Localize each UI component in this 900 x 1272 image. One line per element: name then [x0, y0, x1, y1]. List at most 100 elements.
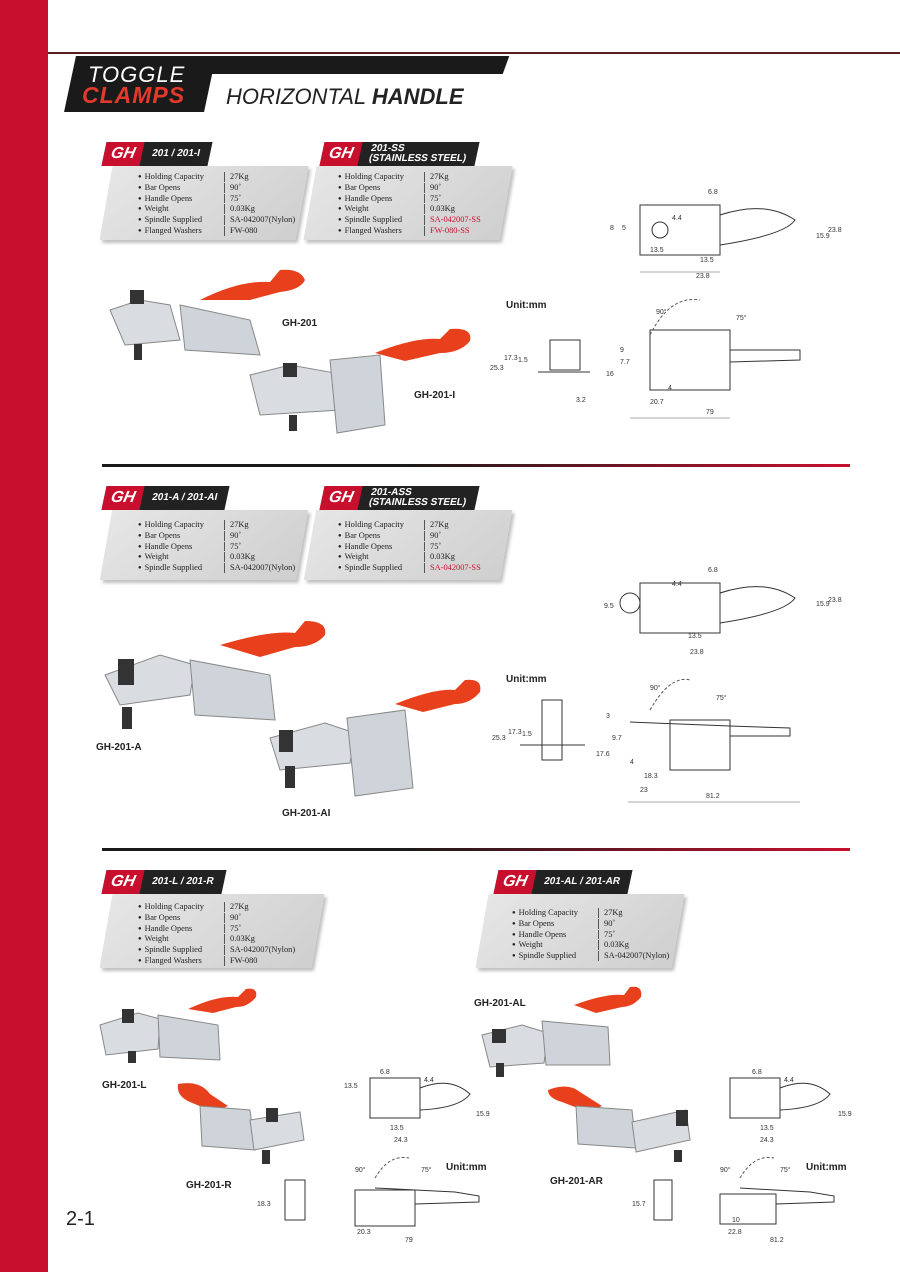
- clamp-base: [575, 1105, 637, 1149]
- spec-label: Bar Opens: [138, 913, 224, 924]
- spec-separator: [224, 530, 230, 541]
- spec-value: 27Kg: [604, 908, 623, 917]
- spec-value: 0.03Kg: [230, 204, 255, 214]
- header-strip: [206, 56, 510, 74]
- spec-separator: [424, 541, 430, 552]
- spec-separator: [424, 204, 430, 215]
- dim-text: 9.7: [612, 735, 622, 742]
- dim-text: 17.3: [508, 729, 522, 736]
- unit-label: Unit:mm: [446, 1162, 487, 1173]
- dim-text: 23: [640, 787, 648, 794]
- front-outline: [284, 1179, 306, 1221]
- model-label: GH-201-AI: [282, 808, 331, 819]
- clamp-spindle-cap: [676, 1110, 688, 1126]
- clamp-handle: [375, 328, 471, 361]
- spec-separator: [224, 934, 230, 945]
- dim-text: 24.3: [394, 1137, 408, 1144]
- drawing-top-view-r: 6.8 4.4 13.5 24.3 15.9: [729, 1069, 852, 1144]
- spec-separator: [224, 945, 230, 955]
- series-title: 201 / 201-I: [150, 148, 202, 159]
- spec-label: Holding Capacity: [512, 908, 598, 919]
- spec-separator: [224, 193, 230, 204]
- dim-text: 7.7: [620, 359, 630, 366]
- spec-label: Bar Opens: [138, 531, 224, 542]
- dim-text: 13.5: [760, 1125, 774, 1132]
- dim-text: 6.8: [380, 1069, 390, 1076]
- clamp-arm: [481, 1024, 549, 1068]
- dim-text: 23.8: [828, 227, 842, 234]
- spec-label: Handle Opens: [138, 924, 224, 935]
- spec-label: Weight: [338, 204, 424, 215]
- dim-text: 90°: [355, 1166, 366, 1174]
- spec-label: Holding Capacity: [138, 520, 224, 531]
- spec-label: Weight: [138, 552, 224, 563]
- dim-text: 81.2: [770, 1237, 784, 1244]
- spec-separator: [224, 225, 230, 236]
- dim-text: 6.8: [752, 1069, 762, 1076]
- spec-label: Holding Capacity: [138, 172, 224, 183]
- clamp-spindle-cap: [279, 730, 293, 752]
- dim-text: 6.8: [708, 189, 718, 196]
- spec-label: Spindle Supplied: [138, 215, 224, 226]
- spec-label: Weight: [138, 204, 224, 215]
- dim-text: 4: [630, 759, 634, 766]
- handle-outline: [419, 1082, 471, 1111]
- drawing-top-view-l: 6.8 13.5 4.4 13.5 24.3 15.9: [344, 1069, 490, 1144]
- outline: [369, 1077, 421, 1119]
- spec-value: 27Kg: [230, 520, 249, 529]
- dim-text: 20.7: [650, 399, 664, 406]
- spec-value: SA-042007(Nylon): [604, 951, 670, 961]
- spec-label: Handle Opens: [138, 194, 224, 205]
- side-outline: [719, 1193, 777, 1225]
- top-rule: [48, 52, 900, 54]
- dim-text: 79: [706, 409, 714, 416]
- spec-label: Spindle Supplied: [512, 951, 598, 962]
- dim-text: 13.5: [650, 247, 664, 254]
- swing-arc: [739, 1156, 775, 1179]
- handle-outline: [719, 208, 796, 246]
- spec-label: Weight: [338, 552, 424, 563]
- clamp-spindle-tip: [122, 707, 132, 729]
- series-title: 201-AL / 201-AR: [542, 876, 622, 887]
- clamp-photo-gh-201-ar: [548, 1086, 691, 1162]
- brand-line-2: CLAMPS: [82, 82, 186, 108]
- spec-value: 0.03Kg: [430, 552, 455, 562]
- clamp-spindle-tip: [496, 1063, 504, 1077]
- clamp-body: [346, 709, 414, 797]
- spec-separator: [598, 951, 604, 961]
- dim-text: 13.5: [390, 1125, 404, 1132]
- drawing-side-view-r: 90° 75° 15.7 10 22.8 81.2: [632, 1156, 835, 1244]
- dim-text: 4: [668, 385, 672, 392]
- side-color-bar: [0, 0, 48, 1272]
- spec-value: 90˚: [230, 912, 242, 922]
- clamp-base: [541, 1020, 611, 1066]
- spec-label: Weight: [512, 940, 598, 951]
- brand-line-1: TOGGLE: [88, 62, 186, 87]
- spec-label: Flanged Washers: [138, 226, 224, 237]
- page-headline: HORIZONTAL HANDLE: [226, 84, 464, 110]
- dim-text: 15.7: [632, 1201, 646, 1208]
- spec-label: Handle Opens: [338, 542, 424, 553]
- clamp-body: [329, 354, 386, 434]
- clamp-base: [189, 659, 276, 721]
- clamp-spindle-cap: [266, 1108, 278, 1122]
- series-title: 201-SS (STAINLESS STEEL): [367, 143, 468, 164]
- spec-value: 90˚: [230, 182, 242, 192]
- clamp-spindle-tip: [134, 344, 142, 360]
- clamp-arm: [249, 1111, 305, 1151]
- dim-text: 15.9: [476, 1111, 490, 1118]
- clamp-base: [109, 299, 261, 356]
- spec-separator: [424, 193, 430, 204]
- dim-text: 10: [732, 1217, 740, 1224]
- spec-value: 75˚: [430, 541, 442, 551]
- unit-label: Unit:mm: [506, 674, 547, 685]
- dim-text: 6.8: [708, 567, 718, 574]
- arm-outline: [374, 1187, 480, 1205]
- dim-text: 25.3: [490, 365, 504, 372]
- clamp-handle: [220, 621, 326, 657]
- spec-separator: [424, 215, 430, 225]
- spec-separator: [224, 552, 230, 563]
